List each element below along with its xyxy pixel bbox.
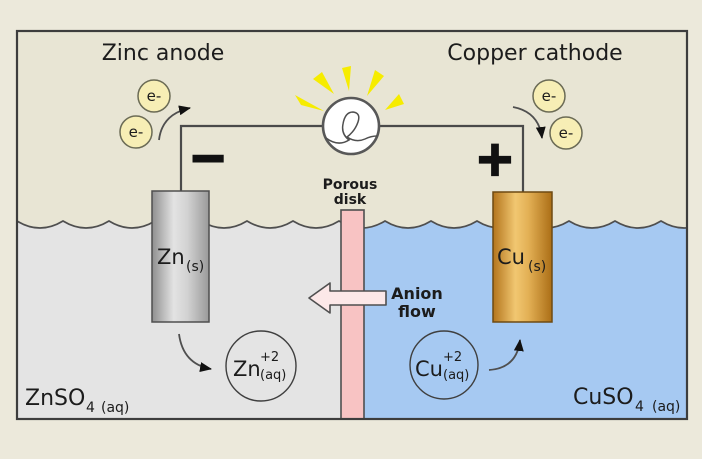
svg-text:ZnSO: ZnSO <box>25 386 85 411</box>
anion-flow-arrow-icon <box>308 282 387 314</box>
outer-border <box>15 29 689 421</box>
copper-ion-label: Cu +2 (aq) <box>415 350 469 383</box>
plus-sign-icon: + <box>475 131 515 187</box>
svg-text:+2: +2 <box>443 350 462 365</box>
electron-badge: e- <box>549 116 583 150</box>
svg-text:(aq): (aq) <box>443 368 469 383</box>
porous-disk-label-line2: disk <box>334 192 367 208</box>
copper-cathode-title: Copper cathode <box>447 41 622 66</box>
electron-badge: e- <box>119 115 153 149</box>
anion-flow-label-line2: flow <box>398 302 436 321</box>
electron-badge: e- <box>137 79 171 113</box>
bulb-filament <box>325 111 378 144</box>
copper-deposition-arrow <box>488 339 524 371</box>
svg-text:CuSO: CuSO <box>573 385 634 410</box>
svg-text:(s): (s) <box>528 259 546 275</box>
svg-text:4: 4 <box>635 399 644 415</box>
copper-electrode-label: Cu (s) <box>497 245 546 275</box>
svg-text:(s): (s) <box>186 259 204 275</box>
light-bulb-icon <box>321 96 381 156</box>
svg-text:e-: e- <box>559 124 574 142</box>
svg-text:(aq): (aq) <box>652 399 680 415</box>
svg-text:Zn: Zn <box>157 245 185 269</box>
svg-text:e-: e- <box>147 87 162 105</box>
svg-text:Cu: Cu <box>415 357 443 381</box>
left-solution-label: ZnSO 4 (aq) <box>25 386 129 416</box>
copper-ion-circle <box>409 330 479 400</box>
zinc-dissolution-arrow <box>178 333 212 372</box>
zinc-electrode <box>151 190 210 323</box>
electron-badge: e- <box>532 79 566 113</box>
svg-text:e-: e- <box>129 123 144 141</box>
svg-text:(aq): (aq) <box>260 368 286 383</box>
svg-text:e-: e- <box>542 87 557 105</box>
svg-text:(aq): (aq) <box>101 400 129 416</box>
anion-flow-label-line1: Anion <box>391 284 443 303</box>
svg-text:Cu: Cu <box>497 245 525 269</box>
zinc-electrode-label: Zn (s) <box>157 245 204 275</box>
svg-text:4: 4 <box>86 400 95 416</box>
svg-text:+2: +2 <box>260 350 279 365</box>
zinc-ion-label: Zn +2 (aq) <box>233 350 286 383</box>
svg-text:Zn: Zn <box>233 357 261 381</box>
zinc-anode-title: Zinc anode <box>102 41 225 66</box>
electron-flow-arrow-right <box>512 106 546 139</box>
zinc-ion-circle <box>225 330 297 402</box>
light-rays-icon <box>295 66 404 111</box>
minus-sign-icon: − <box>189 130 228 184</box>
copper-electrode <box>492 191 553 323</box>
electron-flow-arrow-left <box>158 105 191 141</box>
porous-disk <box>340 209 365 420</box>
porous-disk-label-line1: Porous <box>323 177 378 193</box>
right-solution-label: CuSO 4 (aq) <box>573 385 680 415</box>
